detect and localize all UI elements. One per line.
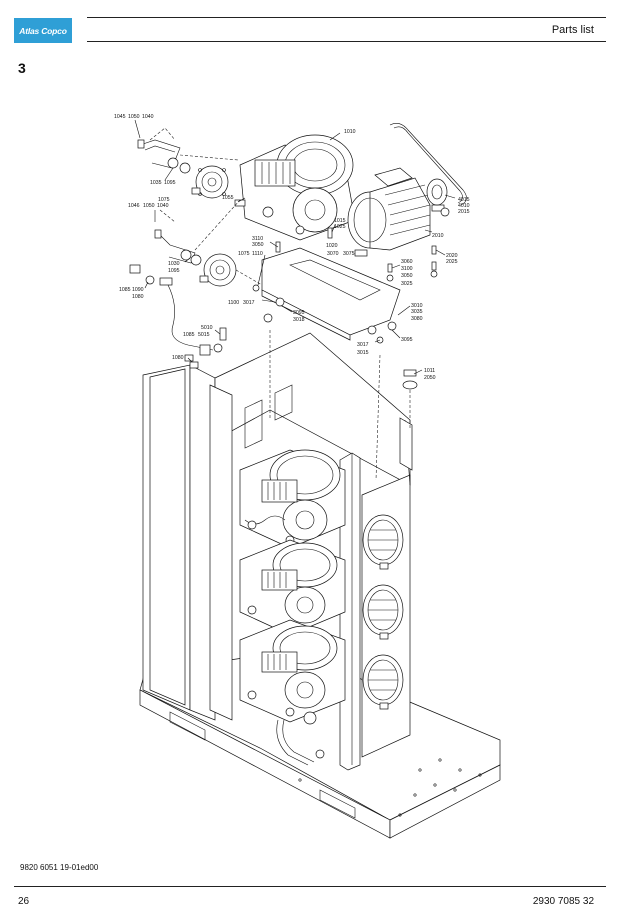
- valve-upper: [191, 165, 229, 199]
- callout-2050: 2050: [424, 375, 436, 381]
- callout-1040: 1040: [157, 203, 169, 209]
- header-rule-bottom: [87, 41, 606, 42]
- callout-2020: 2020: [446, 253, 458, 259]
- callout-3015: 3015: [357, 350, 369, 356]
- motor-stack: [362, 514, 404, 710]
- compressor-stack: [239, 449, 346, 766]
- inlet-pipes: [129, 139, 246, 369]
- callout-3080: 3080: [411, 316, 423, 322]
- callout-3050: 3050: [401, 273, 413, 279]
- callout-1080: 1080: [132, 294, 144, 300]
- callout-3095: 3095: [293, 310, 305, 316]
- callout-leaders: [134, 119, 456, 375]
- callout-1046: 1046: [128, 203, 140, 209]
- callout-4015: 4015: [458, 197, 470, 203]
- assembly-guide-lines: [149, 127, 411, 481]
- callout-1030: 1030: [168, 261, 180, 267]
- callout-1010: 1010: [344, 129, 356, 135]
- callout-3035: 3035: [411, 309, 423, 315]
- callout-1055: 1055: [222, 195, 234, 201]
- compressor-level-2: [239, 539, 346, 636]
- callout-1095: 1095: [164, 180, 176, 186]
- compressor-level-1: [239, 449, 346, 549]
- callout-5010: 5010: [201, 325, 213, 331]
- exploded-compressor-head: [239, 134, 356, 241]
- callout-3017: 3017: [243, 300, 255, 306]
- callout-1045: 1045: [114, 114, 126, 120]
- callout-1080: 1080: [172, 355, 184, 361]
- page-number: 26: [18, 896, 30, 907]
- callout-3110: 3110: [252, 236, 263, 242]
- callout-3017: 3017: [357, 342, 369, 348]
- compressor-level-3: [239, 619, 346, 725]
- valve-lower: [199, 253, 237, 287]
- callout-3025: 3025: [401, 281, 413, 287]
- logo-text: Atlas Copco: [19, 25, 67, 36]
- callout-1015: 1015: [334, 218, 346, 224]
- drive-motor-and-belt: [347, 123, 467, 251]
- atlas-copco-logo: Atlas Copco: [14, 18, 72, 43]
- footer-rule: [14, 886, 606, 887]
- callout-3095: 3095: [401, 337, 413, 343]
- callout-1025: 1025: [334, 224, 346, 230]
- small-hardware: [252, 227, 438, 390]
- callout-3100: 3100: [401, 266, 413, 272]
- callout-3060: 3060: [401, 259, 413, 265]
- callout-3075: 3075: [343, 251, 355, 257]
- callout-3070: 3070: [327, 251, 339, 257]
- callout-3018: 3018: [293, 317, 305, 323]
- callout-1075: 1075: [238, 251, 250, 257]
- callout-3050: 3050: [252, 242, 264, 248]
- callout-1040: 1040: [142, 114, 154, 120]
- callout-1090: 1090: [132, 287, 144, 293]
- callout-1020: 1020: [326, 243, 338, 249]
- header-rule-top: [87, 17, 606, 18]
- section-number: 3: [18, 60, 26, 76]
- callout-2010: 2010: [432, 233, 444, 239]
- page-header-title: Parts list: [551, 24, 594, 36]
- callout-1050: 1050: [143, 203, 155, 209]
- motor-support-frame: [261, 247, 401, 341]
- manual-part-number: 2930 7085 32: [532, 896, 594, 907]
- callout-1110: 1110: [252, 251, 263, 257]
- callout-1095: 1095: [168, 268, 180, 274]
- callout-labels: 1045 1050 1040 1010 1035 1095 1075 1046 …: [114, 114, 470, 381]
- callout-1085: 1085: [183, 332, 195, 338]
- callout-1075: 1075: [158, 197, 170, 203]
- callout-1011: 1011: [424, 368, 435, 374]
- callout-3010: 3010: [411, 303, 423, 309]
- callout-2015: 2015: [458, 209, 470, 215]
- callout-2025: 2025: [446, 259, 458, 265]
- callout-5015: 5015: [198, 332, 210, 338]
- document-code: 9820 6051 19-01ed00: [20, 863, 99, 872]
- callout-1100: 1100: [228, 300, 239, 306]
- callout-1050: 1050: [128, 114, 140, 120]
- callout-4010: 4010: [458, 203, 470, 209]
- callout-1085: 1085: [119, 287, 131, 293]
- callout-1035: 1035: [150, 180, 162, 186]
